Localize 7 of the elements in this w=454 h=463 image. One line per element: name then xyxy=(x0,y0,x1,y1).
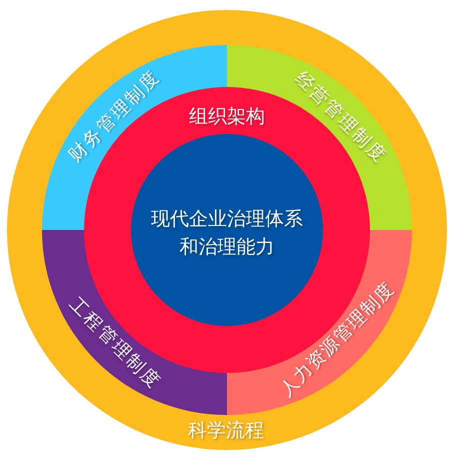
ring-label: 科学流程 xyxy=(188,420,264,442)
segment-label: 工程管理制度 xyxy=(64,292,165,394)
center-label: 现代企业治理体系和治理能力 xyxy=(150,207,304,260)
segment-label: 人力资源管理制度 xyxy=(274,278,398,402)
segment-label: 财务管理制度 xyxy=(64,66,165,168)
segment-label: 经营管理制度 xyxy=(290,66,391,168)
ring-label: 组织架构 xyxy=(189,106,265,128)
